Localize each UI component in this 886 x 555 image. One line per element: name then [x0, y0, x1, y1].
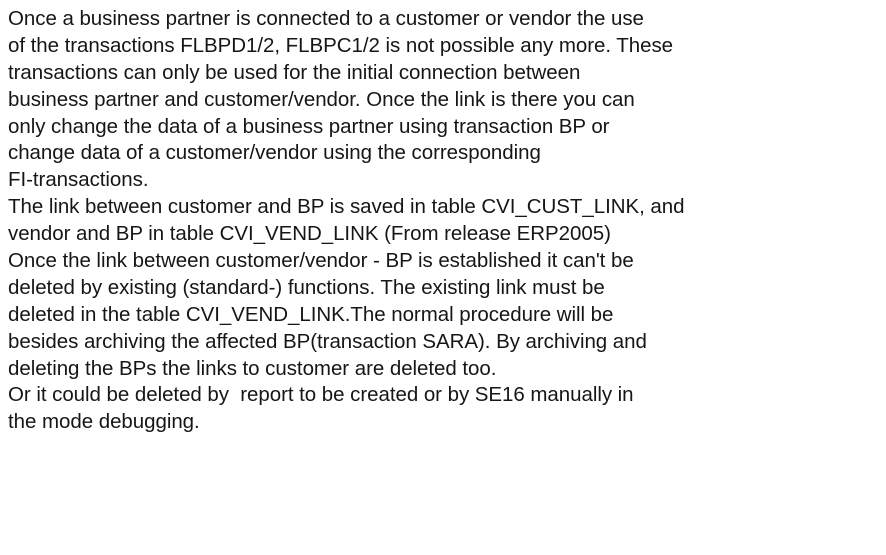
text-line: besides archiving the affected BP(transa… — [8, 329, 647, 353]
text-line: vendor and BP in table CVI_VEND_LINK (Fr… — [8, 222, 611, 246]
text-line: FI-transactions. — [8, 168, 149, 192]
text-line: Once a business partner is connected to … — [8, 7, 644, 30]
text-line: only change the data of a business partn… — [8, 114, 610, 138]
text-line: Once the link between customer/vendor - … — [8, 249, 634, 273]
document-body: Once a business partner is connected to … — [8, 6, 884, 436]
text-line: transactions can only be used for the in… — [8, 60, 581, 84]
text-line: change data of a customer/vendor using t… — [8, 141, 541, 165]
text-line: The link between customer and BP is save… — [8, 195, 685, 219]
text-line: of the transactions FLBPD1/2, FLBPC1/2 i… — [8, 33, 673, 57]
text-line: Or it could be deleted by report to be c… — [8, 383, 634, 407]
text-line: deleting the BPs the links to customer a… — [8, 356, 497, 380]
text-line: business partner and customer/vendor. On… — [8, 87, 635, 111]
text-line: the mode debugging. — [8, 410, 200, 434]
text-line: deleted by existing (standard-) function… — [8, 275, 605, 299]
text-line: deleted in the table CVI_VEND_LINK.The n… — [8, 302, 614, 326]
